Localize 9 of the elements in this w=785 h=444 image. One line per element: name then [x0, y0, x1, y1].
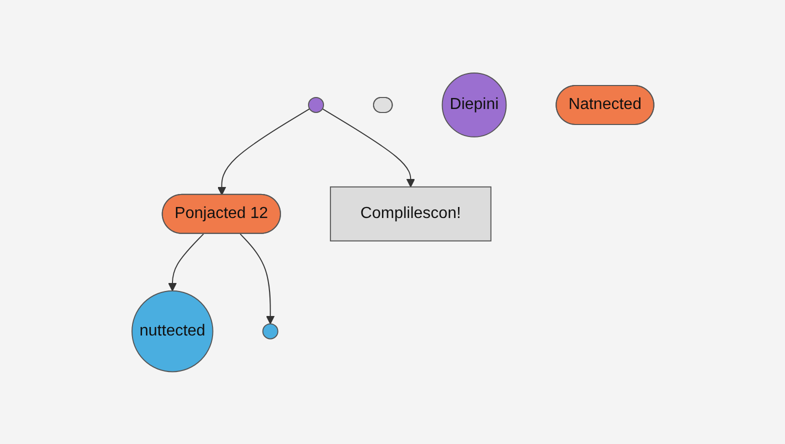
arrow	[239, 233, 274, 324]
arrow	[216, 108, 310, 195]
arrow	[322, 108, 415, 187]
arrow	[168, 233, 204, 291]
node-circle	[308, 96, 324, 113]
node-box: Complilescon!	[330, 186, 491, 242]
node-circle	[262, 322, 278, 339]
node-circle: nuttected	[131, 290, 213, 372]
node-circle: Diepini	[441, 72, 506, 138]
